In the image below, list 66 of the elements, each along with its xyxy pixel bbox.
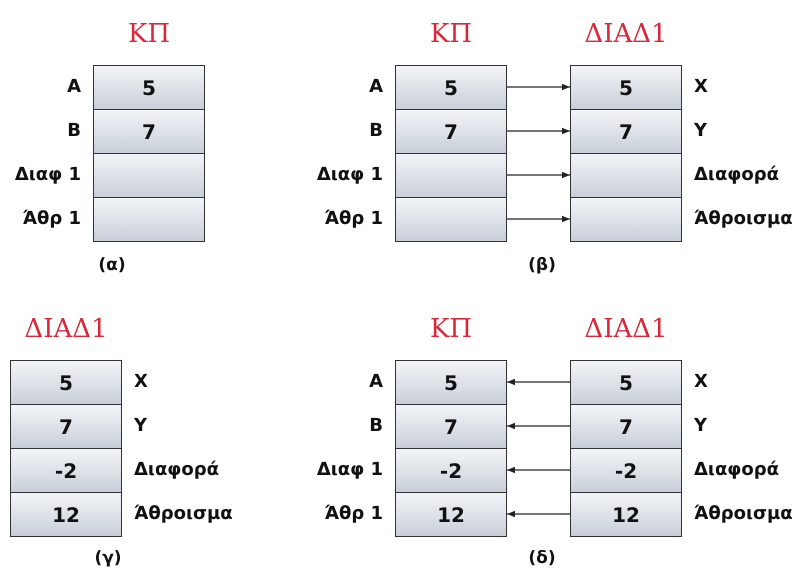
panel-caption: (α): [98, 255, 126, 275]
memory-cell: 5: [570, 65, 682, 110]
variable-name: Διαφορά: [694, 458, 780, 482]
variable-name: Διαφορά: [134, 458, 220, 482]
arrow: [507, 510, 570, 518]
memory-cell: 5: [93, 65, 205, 110]
arrow: [507, 128, 570, 134]
memory-cell: 12: [570, 492, 682, 537]
memory-cell: [93, 153, 205, 198]
memory-cell: 7: [395, 404, 507, 449]
variable-name: Y: [134, 414, 148, 438]
column-heading: ΔΙΑΔ1: [583, 314, 669, 344]
memory-cell: [93, 197, 205, 242]
arrow: [507, 172, 570, 178]
variable-name: X: [134, 370, 148, 394]
variable-name: Διαφ 1: [316, 163, 383, 187]
memory-cell: -2: [395, 448, 507, 493]
panel-caption: (γ): [94, 548, 122, 568]
memory-cell: 12: [10, 492, 122, 537]
variable-name: Άθροισμα: [694, 207, 793, 231]
memory-cell: 7: [93, 109, 205, 154]
variable-name: B: [369, 119, 383, 143]
variable-name: Y: [694, 414, 708, 438]
panel-caption: (δ): [528, 548, 556, 568]
variable-name: Άθρ 1: [324, 207, 383, 231]
variable-name: Άθροισμα: [694, 502, 793, 526]
variable-name: A: [67, 75, 81, 99]
memory-cell: 7: [10, 404, 122, 449]
memory-cell: 7: [395, 109, 507, 154]
arrow: [507, 84, 570, 90]
variable-name: Y: [694, 119, 708, 143]
variable-name: Διαφ 1: [14, 163, 81, 187]
memory-cell: 5: [395, 360, 507, 405]
variable-name: A: [369, 75, 383, 99]
arrow: [507, 422, 570, 430]
memory-cell: 7: [570, 404, 682, 449]
memory-cell: [570, 153, 682, 198]
memory-cell: [395, 197, 507, 242]
variable-name: Διαφ 1: [316, 458, 383, 482]
memory-cell: [570, 197, 682, 242]
variable-name: B: [369, 414, 383, 438]
variable-name: X: [694, 75, 708, 99]
arrow: [507, 216, 570, 222]
variable-name: Άθρ 1: [22, 207, 81, 231]
memory-cell: 5: [10, 360, 122, 405]
arrow: [507, 466, 570, 474]
arrow: [507, 378, 570, 386]
variable-name: B: [67, 119, 81, 143]
variable-name: Άθρ 1: [324, 502, 383, 526]
variable-name: Άθροισμα: [134, 502, 233, 526]
column-heading: ΚΠ: [428, 314, 474, 344]
memory-cell: -2: [10, 448, 122, 493]
memory-cell: 12: [395, 492, 507, 537]
column-heading: ΚΠ: [428, 19, 474, 49]
variable-name: A: [369, 370, 383, 394]
memory-cell: -2: [570, 448, 682, 493]
memory-cell: [395, 153, 507, 198]
variable-name: X: [694, 370, 708, 394]
column-heading: ΔΙΑΔ1: [23, 314, 109, 344]
memory-cell: 5: [395, 65, 507, 110]
memory-cell: 5: [570, 360, 682, 405]
variable-name: Διαφορά: [694, 163, 780, 187]
column-heading: ΚΠ: [126, 19, 172, 49]
panel-caption: (β): [528, 255, 556, 275]
memory-cell: 7: [570, 109, 682, 154]
column-heading: ΔΙΑΔ1: [583, 19, 669, 49]
